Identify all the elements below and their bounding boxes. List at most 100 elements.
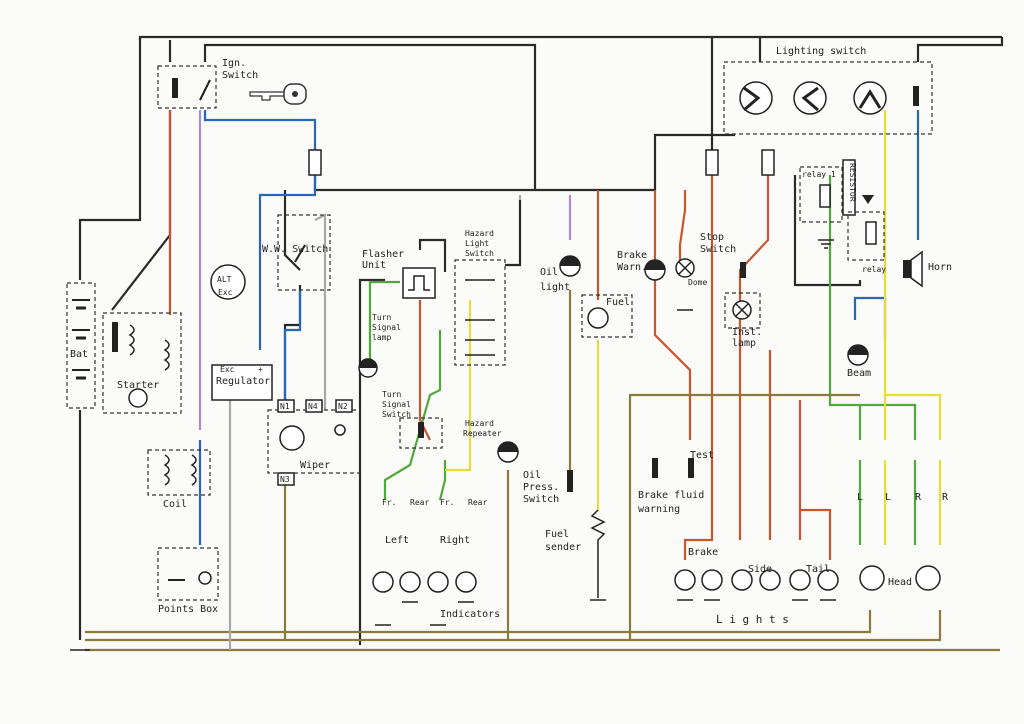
fuse-2 — [705, 149, 719, 176]
test-label: Test — [690, 450, 714, 461]
fr1-label: Fr. — [382, 498, 396, 507]
wire-green-flasher — [368, 280, 400, 360]
right-label: Right — [440, 535, 470, 546]
side-lamp-1 — [731, 569, 753, 591]
side-lamp-2 — [759, 569, 781, 591]
regulator: Exc + Regulator — [211, 364, 273, 401]
wire-red-fuse-right — [678, 190, 687, 265]
lighting-switch-label: Lighting switch — [776, 46, 866, 57]
reg-plus-label: + — [258, 365, 263, 374]
dome-label: Dome — [688, 278, 707, 287]
ww-switch-label: W.W. Switch — [262, 244, 328, 255]
oil-press-label-2: Press. — [523, 482, 559, 493]
n2-label: N2 — [338, 402, 348, 411]
relay-label: relay — [862, 265, 886, 274]
side-label: Side — [748, 564, 772, 575]
wire-earth-bottom — [85, 610, 942, 642]
battery-label: Bat — [70, 349, 88, 360]
fuel-sender: Fuel sender — [545, 509, 606, 598]
hazard-rep-label-1: Hazard — [465, 419, 494, 428]
wire-red-tail — [800, 508, 832, 560]
brake-fluid-warning: Test Brake fluid warning — [638, 450, 714, 515]
resistor: RESISTOR — [842, 159, 857, 216]
wire-black-hazard — [505, 200, 522, 267]
stop-label-2: Switch — [700, 244, 736, 255]
rear-lamps: Brake Side Tail L i g h t s — [674, 547, 839, 626]
tail-label: Tail — [806, 564, 830, 575]
hazard-repeater: Hazard Repeater — [463, 419, 519, 463]
n4-label: N4 — [308, 402, 318, 411]
points-box-label: Points Box — [158, 604, 218, 615]
wire-black-ls-out — [313, 133, 735, 192]
hazard-light-switch: Hazard Light Switch — [454, 229, 506, 366]
turn-sw-label-2: Signal — [382, 400, 411, 409]
turn-signal-switch: Turn Signal Switch — [382, 390, 443, 449]
diode-icon — [862, 195, 874, 204]
wire-earth-brown — [628, 393, 860, 640]
fuel-label: Fuel — [606, 297, 630, 308]
starter-motor: Starter — [102, 312, 182, 414]
R2-label: R — [942, 492, 949, 503]
relay-1: relay 1 — [799, 166, 843, 223]
oil-press-switch: Oil Press. Switch — [523, 470, 573, 505]
wire-yellow-ind — [445, 300, 472, 472]
points-box: Points Box — [157, 547, 219, 615]
hazard-label-1: Hazard — [465, 229, 494, 238]
wire-black-turnlamp — [358, 278, 385, 645]
indicators-label: Indicators — [440, 609, 500, 620]
wiper-motor: N1 N4 N2 N3 Wiper — [267, 399, 361, 486]
wire-green-ind2 — [438, 460, 447, 501]
ignition-switch: Ign. Switch — [157, 58, 258, 109]
brake-warn-lamp: Brake Warn. — [617, 250, 666, 281]
wire-blue-ign — [203, 110, 317, 150]
fr2-label: Fr. — [440, 498, 454, 507]
ignition-coil: Coil — [147, 449, 211, 510]
wire-black-ign-out — [203, 43, 537, 190]
ww-switch: W.W. Switch — [262, 214, 331, 291]
brake-fluid-label-1: Brake fluid — [638, 490, 704, 501]
stop-switch: Stop Switch — [700, 232, 746, 278]
brake-lamp-2 — [701, 569, 723, 591]
alt-label: ALT — [217, 275, 232, 284]
wire-earth-bottom2 — [85, 610, 872, 634]
stop-label-1: Stop — [700, 232, 724, 243]
indicator-lamps: Fr. Rear Fr. Rear Left Right Indicators — [372, 498, 500, 620]
tail-lamp-1 — [789, 569, 811, 591]
wire-yellow-ls — [883, 110, 942, 440]
lights-label: L i g h t s — [716, 613, 789, 626]
left-label: Left — [385, 535, 409, 546]
relay-2: relay — [847, 211, 886, 274]
fuel-sender-label-2: sender — [545, 542, 581, 553]
L1-label: L — [857, 492, 863, 503]
turn-signal-lamp: Turn Signal lamp — [358, 313, 401, 378]
brake-lamp-1 — [674, 569, 696, 591]
regulator-label: Regulator — [216, 376, 270, 387]
wire-black-flasher — [418, 238, 447, 272]
dome-lamp: Dome — [675, 258, 707, 287]
wire-blue-main — [258, 175, 317, 350]
brake-label: Brake — [688, 547, 718, 558]
fuse-3 — [761, 149, 775, 176]
wire-black-wiper — [283, 285, 302, 410]
L2-label: L — [885, 492, 891, 503]
brake-warn-label-1: Brake — [617, 250, 647, 261]
brake-fluid-label-2: warning — [638, 504, 680, 515]
wire-blue-wiper — [283, 290, 302, 410]
headlamp-left — [859, 565, 885, 591]
turn-lamp-label-3: lamp — [372, 333, 391, 342]
wiper-label: Wiper — [300, 460, 330, 471]
wire-red-lights — [738, 175, 770, 540]
starter-label: Starter — [117, 380, 159, 391]
wire-grey-ww — [314, 213, 327, 410]
wire-black-relay — [793, 175, 862, 287]
fuse-1 — [308, 149, 322, 176]
hazard-rep-label-2: Repeater — [463, 429, 502, 438]
tail-lamp-2 — [817, 569, 839, 591]
head-label: Head — [888, 577, 912, 588]
wire-red-stop — [683, 175, 714, 560]
resistor-label: RESISTOR — [848, 163, 857, 202]
turn-sw-label-3: Switch — [382, 410, 411, 419]
oil-press-label-3: Switch — [523, 494, 559, 505]
ground-icon — [818, 239, 834, 249]
wire-black-horn — [916, 37, 1004, 62]
